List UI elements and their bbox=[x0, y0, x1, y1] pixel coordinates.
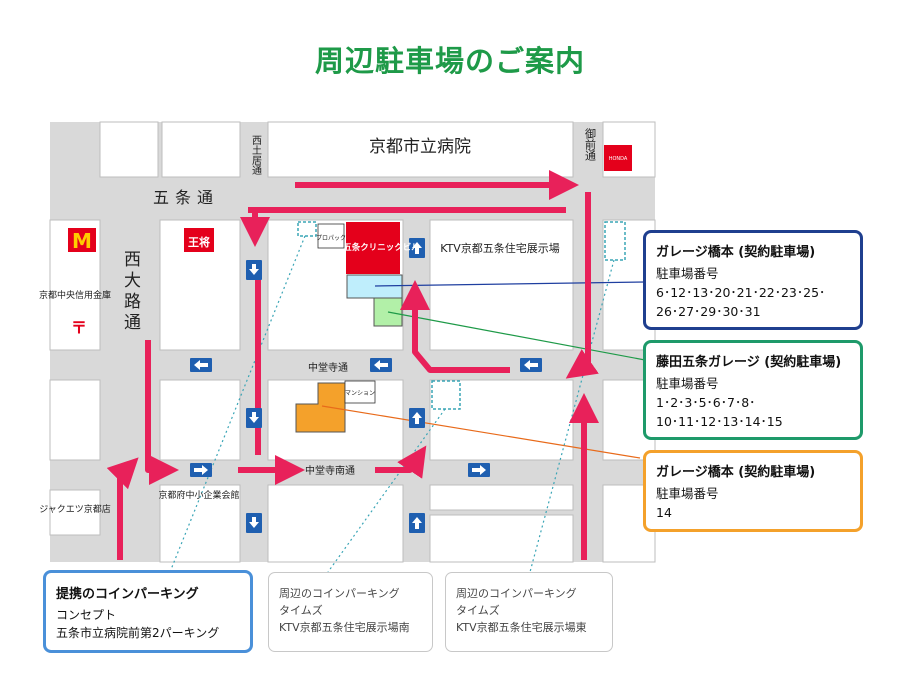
coin-parking-marker-propack bbox=[297, 221, 317, 237]
label-nishiki-street: 西土居通 bbox=[250, 135, 262, 175]
arrow-left-icon bbox=[370, 358, 392, 372]
post-office-icon: 〒 bbox=[71, 318, 87, 337]
lot-numbers: 10･11･12･13･14･15 bbox=[656, 414, 783, 429]
label-ktv: KTV京都五条住宅展示場 bbox=[440, 241, 560, 255]
lot-line: KTV京都五条住宅展示場南 bbox=[279, 621, 410, 634]
parking-hashimoto-contract bbox=[346, 274, 403, 299]
gyoza-logo-text: 王将 bbox=[188, 235, 210, 249]
honda-logo-text: HONDA bbox=[609, 156, 628, 162]
arrow-left-icon bbox=[520, 358, 542, 372]
label-nishioji-street: 西大路通 bbox=[120, 250, 141, 334]
mcdonalds-logo bbox=[68, 228, 96, 252]
label-gojo-street: 五条通 bbox=[153, 188, 219, 207]
label-chudoji-street: 中堂寺通 bbox=[308, 361, 348, 374]
leader-partner bbox=[169, 235, 306, 573]
lot-label: 駐車場番号 bbox=[656, 486, 719, 501]
arrow-up-icon bbox=[409, 238, 425, 258]
coin-parking-marker-east bbox=[604, 221, 626, 261]
arrow-down-icon bbox=[246, 513, 262, 533]
lot-hashimoto-contract: ガレージ橋本 (契約駐車場) 駐車場番号 6･12･13･20･21･22･23… bbox=[643, 230, 863, 330]
lot-label: 駐車場番号 bbox=[656, 266, 719, 281]
lot-numbers: 14 bbox=[656, 505, 672, 520]
guide-route bbox=[106, 170, 599, 560]
lot-numbers: 26･27･29･30･31 bbox=[656, 304, 761, 319]
lot-name: ガレージ橋本 (契約駐車場) bbox=[656, 465, 816, 480]
mcdonalds-logo-text: M bbox=[72, 229, 92, 253]
arrow-left-icon bbox=[190, 358, 212, 372]
arrow-down-icon bbox=[246, 408, 262, 428]
one-way-arrows bbox=[190, 238, 542, 533]
lot-numbers: 6･12･13･20･21･22･23･25･ bbox=[656, 285, 826, 300]
lot-line: 周辺のコインパーキング bbox=[456, 587, 577, 600]
arrow-down-icon bbox=[246, 260, 262, 280]
gyoza-logo bbox=[184, 228, 214, 252]
label-propack: プロパック bbox=[316, 235, 346, 242]
arrow-right-icon bbox=[468, 463, 490, 477]
label-hospital: 京都市立病院 bbox=[369, 137, 471, 157]
lot-line: コンセプト bbox=[56, 608, 117, 622]
page-title: 周辺駐車場のご案内 bbox=[314, 44, 585, 78]
arrow-right-icon bbox=[190, 463, 212, 477]
honda-logo bbox=[604, 145, 632, 171]
label-mansion: マンション bbox=[345, 390, 375, 397]
lot-name: 藤田五条ガレージ (契約駐車場) bbox=[656, 355, 842, 370]
lot-hashimoto-14: ガレージ橋本 (契約駐車場) 駐車場番号 14 bbox=[643, 450, 863, 532]
clinic-building bbox=[346, 222, 400, 274]
lot-line: 五条市立病院前第2パーキング bbox=[56, 626, 220, 640]
lot-label: 駐車場番号 bbox=[656, 376, 719, 391]
arrow-up-icon bbox=[409, 408, 425, 428]
label-clinic: 京都五条クリニックビル bbox=[326, 242, 420, 253]
label-onmae-street: 御前通 bbox=[584, 127, 597, 161]
label-chudoji-minami-street: 中堂寺南通 bbox=[305, 464, 355, 477]
lot-name: ガレージ橋本 (契約駐車場) bbox=[656, 245, 816, 260]
lot-line: KTV京都五条住宅展示場東 bbox=[456, 621, 587, 634]
lot-times-south: 周辺のコインパーキング タイムズ KTV京都五条住宅展示場南 bbox=[268, 572, 433, 652]
coin-parking-marker-south bbox=[431, 380, 461, 410]
label-shinkin: 京都中央信用金庫 bbox=[39, 289, 111, 301]
arrow-up-icon bbox=[409, 513, 425, 533]
lot-partner: 提携のコインパーキング コンセプト 五条市立病院前第2パーキング bbox=[43, 570, 253, 653]
lot-numbers: 1･2･3･5･6･7･8･ bbox=[656, 395, 756, 410]
leader-times-south bbox=[327, 408, 446, 573]
lot-line: 周辺のコインパーキング bbox=[279, 587, 400, 600]
lot-line: タイムズ bbox=[456, 604, 500, 617]
leader-fujita bbox=[387, 311, 646, 361]
label-jackets: ジャクエツ京都店 bbox=[39, 503, 111, 515]
lot-line: タイムズ bbox=[279, 604, 323, 617]
label-sme-hall: 京都府中小企業会館 bbox=[158, 489, 239, 501]
lot-times-east: 周辺のコインパーキング タイムズ KTV京都五条住宅展示場東 bbox=[445, 572, 613, 652]
lot-name: 提携のコインパーキング bbox=[56, 587, 199, 602]
parking-fujita bbox=[373, 297, 403, 327]
lot-fujita: 藤田五条ガレージ (契約駐車場) 駐車場番号 1･2･3･5･6･7･8･ 10… bbox=[643, 340, 863, 440]
